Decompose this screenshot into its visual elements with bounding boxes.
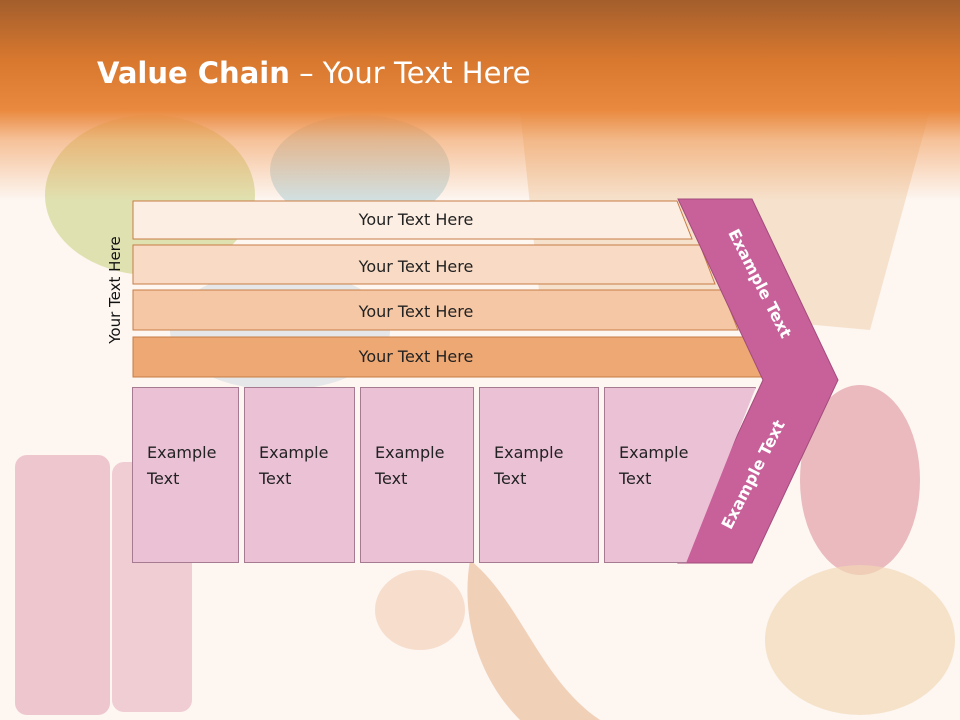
box-2: Example Text [244, 387, 355, 563]
box-4-line2: Text [494, 469, 527, 488]
bar-2-shape [132, 244, 716, 285]
bar-2: Your Text Here [132, 244, 716, 285]
box-3-line1: Example [375, 443, 445, 462]
box-2-line2: Text [259, 469, 292, 488]
box-2-line1: Example [259, 443, 329, 462]
bar-3-label: Your Text Here [358, 302, 474, 321]
box-3: Example Text [360, 387, 474, 563]
bar-1: Your Text Here [132, 200, 693, 240]
box-3-line2: Text [375, 469, 408, 488]
reflection: Example Text Example Text Example Text E… [0, 563, 960, 720]
bar-4: Your Text Here [132, 336, 764, 378]
bar-1-label: Your Text Here [358, 210, 474, 229]
box-5-line2: Text [619, 469, 652, 488]
bar-3: Your Text Here [132, 289, 739, 331]
title-bold: Value Chain [97, 56, 290, 90]
bar-3-shape [132, 289, 739, 331]
bar-2-label: Your Text Here [358, 257, 474, 276]
bar-1-shape [132, 200, 693, 240]
header-band [0, 0, 960, 200]
box-1-line2: Text [147, 469, 180, 488]
box-1: Example Text [132, 387, 239, 563]
box-4-line1: Example [494, 443, 564, 462]
chevron-shape [677, 198, 839, 564]
box-1-line1: Example [147, 443, 217, 462]
box-4: Example Text [479, 387, 599, 563]
box-5-line1: Example [619, 443, 689, 462]
title-rest: – Your Text Here [289, 56, 531, 90]
page-title: Value Chain – Your Text Here [97, 56, 531, 90]
bar-4-label: Your Text Here [358, 347, 474, 366]
